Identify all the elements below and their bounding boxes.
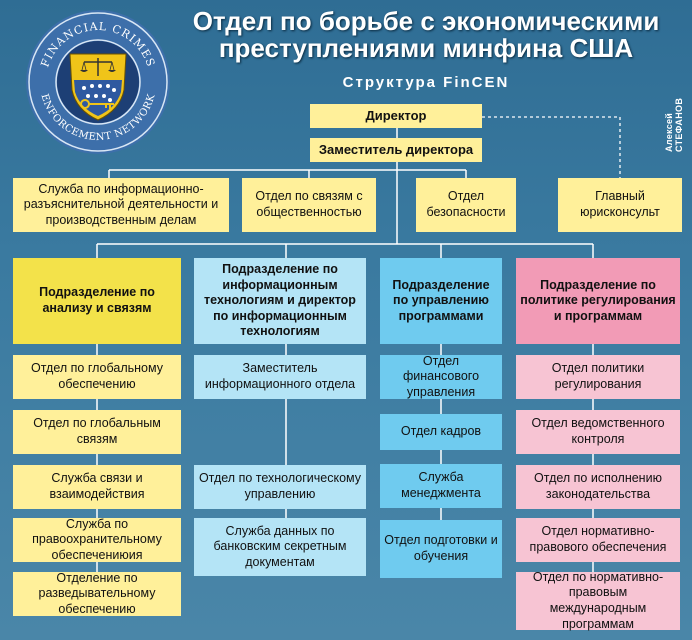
division-regulation-header: Подразделение по политике регулирования … — [516, 258, 680, 344]
unit-box: Отдел по глобальному обеспечению — [13, 355, 181, 399]
title-line-2: преступлениями минфина США — [218, 33, 634, 64]
division-analysis-header: Подразделение по анализу и связям — [13, 258, 181, 344]
unit-box: Служба связи и взаимодействия — [13, 465, 181, 509]
unit-box: Служба по правоохранительному обеспечени… — [13, 517, 181, 562]
unit-box: Служба данных по банковским секретным до… — [194, 518, 366, 576]
office-box-public-relations: Отдел по связям с общественностью — [242, 178, 376, 232]
office-box-chief-counsel: Главный юрисконсульт — [558, 178, 682, 232]
unit-box: Отдел по исполнению законодательства — [516, 465, 680, 509]
unit-box: Отдел нормативно-правового обеспечения — [516, 518, 680, 562]
unit-box: Отдел по глобальным связям — [13, 410, 181, 454]
unit-box: Отдел ведомственного контроля — [516, 410, 680, 454]
author-credit: Алексей СТЕФАНОВ — [664, 97, 684, 152]
unit-box: Отдел подготовки и обучения — [380, 520, 502, 578]
unit-box: Заместитель информационного отдела — [194, 355, 366, 399]
unit-box: Служба менеджмента — [380, 464, 502, 508]
unit-box: Отдел финансового управления — [380, 354, 502, 399]
unit-box: Отделение по разведывательному обеспечен… — [13, 571, 181, 616]
division-it-header: Подразделение по информационным технолог… — [194, 258, 366, 344]
page-title: Отдел по борьбе с экономическими преступ… — [170, 6, 682, 64]
division-programs-header: Подразделение по управлению программами — [380, 258, 502, 344]
page-subtitle: Структура FinCEN — [342, 74, 510, 91]
deputy-director-box: Заместитель директора — [310, 138, 482, 162]
unit-box: Отдел политики регулирования — [516, 355, 680, 399]
unit-box: Отдел кадров — [380, 414, 502, 450]
office-box-public-outreach: Служба по информационно-разъяснительной … — [13, 178, 229, 232]
office-box-security: Отдел безопасности — [416, 178, 516, 232]
fincen-seal-logo: FINANCIAL CRIMES ENFORCEMENT NETWORK — [26, 10, 170, 154]
director-box: Директор — [310, 104, 482, 128]
unit-box: Отдел по нормативно-правовым международн… — [516, 570, 680, 631]
unit-box: Отдел по технологическому управлению — [194, 465, 366, 509]
title-line-1: Отдел по борьбе с экономическими — [192, 6, 660, 36]
